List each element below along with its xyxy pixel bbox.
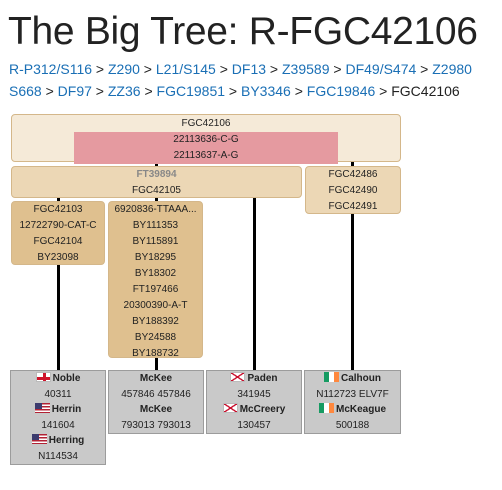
usa-flag-icon xyxy=(31,434,47,444)
tree-connector xyxy=(351,161,354,169)
leaf-box-paden[interactable]: Paden 341945 McCreery 130457 xyxy=(206,370,302,434)
breadcrumb-link-p312[interactable]: R-P312/S116 xyxy=(9,61,93,77)
surname-label[interactable]: Noble xyxy=(11,371,105,387)
breadcrumb-link-z39589[interactable]: Z39589 xyxy=(282,61,330,77)
tree-connector xyxy=(155,196,158,204)
breadcrumb-current: FGC42106 xyxy=(391,83,460,99)
leaf-box-noble[interactable]: Noble 40311 Herrin 141604 Herring N11453… xyxy=(10,370,106,465)
kit-number: 793013 793013 xyxy=(121,419,191,431)
kit-number: N112723 ELV7F xyxy=(316,388,389,400)
tree-node-ft39894[interactable]: FT39894 FGC42105 xyxy=(11,166,302,198)
variant-label: 22113636-C-G xyxy=(74,132,338,148)
breadcrumb-link-df13[interactable]: DF13 xyxy=(231,61,267,77)
node-snp-label: BY111353 xyxy=(132,220,179,231)
node-snp-label: BY188732 xyxy=(132,348,179,359)
surname-label[interactable]: McKeague xyxy=(305,402,400,418)
surname-label[interactable]: Herrin xyxy=(11,402,105,418)
england-flag-icon xyxy=(35,372,51,382)
usa-flag-icon xyxy=(34,403,50,413)
tree-node-fgc42103[interactable]: FGC42103 12722790-CAT-C FGC42104 BY23098 xyxy=(11,201,105,265)
breadcrumb-link-df97[interactable]: DF97 xyxy=(57,83,92,99)
breadcrumb-separator: > xyxy=(144,83,153,99)
breadcrumb-link-z2980[interactable]: Z2980 xyxy=(432,61,472,77)
kit-number: N114534 xyxy=(38,450,78,462)
surname-label[interactable]: McKee xyxy=(139,373,173,384)
tree-connector xyxy=(57,263,60,371)
node-snp-label: FT39894 xyxy=(136,169,177,180)
breadcrumb-link-fgc19851[interactable]: FGC19851 xyxy=(156,83,226,99)
surname-label[interactable]: McKee xyxy=(139,404,173,415)
tree-connector xyxy=(155,356,158,371)
breadcrumb-separator: > xyxy=(228,83,238,99)
tree-node-6920836[interactable]: 6920836-TTAAA... BY111353 BY115891 BY182… xyxy=(108,201,203,359)
node-snp-label: BY24588 xyxy=(134,332,177,343)
node-snp-label: BY18302 xyxy=(134,268,177,279)
node-snp-label: FGC42103 xyxy=(33,204,83,215)
surname-label[interactable]: Herring xyxy=(11,433,105,449)
breadcrumb-link-l21[interactable]: L21/S145 xyxy=(155,61,216,77)
node-snp-label: FGC42104 xyxy=(33,236,83,247)
node-snp-label: BY18295 xyxy=(134,252,177,263)
breadcrumb-separator: > xyxy=(95,61,105,77)
breadcrumb-link-by3346[interactable]: BY3346 xyxy=(240,83,291,99)
node-snp-label: FGC42491 xyxy=(328,201,378,212)
kit-number: 341945 xyxy=(237,388,271,400)
tree-node-root[interactable]: FGC42106 22113636-C-G 22113637-A-G xyxy=(11,114,401,164)
breadcrumb-link-df49[interactable]: DF49/S474 xyxy=(345,61,417,77)
tree-node-fgc42486[interactable]: FGC42486 FGC42490 FGC42491 xyxy=(305,166,401,214)
breadcrumb: S668 > DF97 > ZZ36 > FGC19851 > BY3346 >… xyxy=(9,82,460,100)
tree-connector xyxy=(253,196,256,371)
tree-connector xyxy=(57,196,60,204)
node-snp-label: FGC42490 xyxy=(328,185,378,196)
node-snp-label: FT197466 xyxy=(132,284,179,295)
breadcrumb-separator: > xyxy=(379,83,388,99)
kit-number: 457846 457846 xyxy=(121,388,191,400)
breadcrumb-link-fgc19846[interactable]: FGC19846 xyxy=(306,83,376,99)
ireland-flag-icon xyxy=(324,372,339,382)
breadcrumb-separator: > xyxy=(95,83,104,99)
node-snp-label: 6920836-TTAAA... xyxy=(114,204,197,215)
surname-label[interactable]: Paden xyxy=(207,371,301,387)
leaf-box-calhoun[interactable]: Calhoun N112723 ELV7F McKeague 500188 xyxy=(304,370,401,434)
node-snp-label: FGC42486 xyxy=(328,169,378,180)
node-snp-label: FGC42106 xyxy=(181,118,231,129)
variant-label: 22113637-A-G xyxy=(74,148,338,164)
breadcrumb-separator: > xyxy=(420,61,429,77)
northern-ireland-flag-icon xyxy=(230,372,246,382)
page-title: The Big Tree: R-FGC42106 xyxy=(8,10,478,53)
tree-connector xyxy=(351,212,354,371)
node-snp-label: BY188392 xyxy=(132,316,179,327)
surname-label[interactable]: McCreery xyxy=(207,402,301,418)
breadcrumb-link-zz36[interactable]: ZZ36 xyxy=(107,83,141,99)
kit-number: 130457 xyxy=(237,419,271,431)
kit-number: 500188 xyxy=(335,419,370,431)
breadcrumb-separator: > xyxy=(294,83,303,99)
surname-label[interactable]: Calhoun xyxy=(305,371,400,387)
breadcrumb-link-s668[interactable]: S668 xyxy=(9,83,42,99)
kit-number: 40311 xyxy=(44,388,72,400)
breadcrumb-separator: > xyxy=(333,61,342,77)
node-snp-label: FGC42105 xyxy=(132,185,181,196)
breadcrumb-separator: > xyxy=(45,83,54,99)
breadcrumb-link-z290[interactable]: Z290 xyxy=(107,61,140,77)
node-snp-label: 20300390-A-T xyxy=(123,300,188,311)
breadcrumb-separator: > xyxy=(143,61,152,77)
leaf-box-mckee[interactable]: McKee 457846 457846 McKee 793013 793013 xyxy=(108,370,204,434)
node-snp-label: BY115891 xyxy=(132,236,179,247)
breadcrumb-separator: > xyxy=(219,61,228,77)
ireland-flag-icon xyxy=(318,403,334,413)
node-snp-label: BY23098 xyxy=(37,252,79,263)
kit-number: 141604 xyxy=(41,419,75,431)
breadcrumb-separator: > xyxy=(269,61,279,77)
breadcrumb: R-P312/S116 > Z290 > L21/S145 > DF13 > Z… xyxy=(9,60,472,78)
tree-connector xyxy=(155,161,158,169)
node-snp-label: 12722790-CAT-C xyxy=(19,220,97,231)
northern-ireland-flag-icon xyxy=(222,403,238,413)
